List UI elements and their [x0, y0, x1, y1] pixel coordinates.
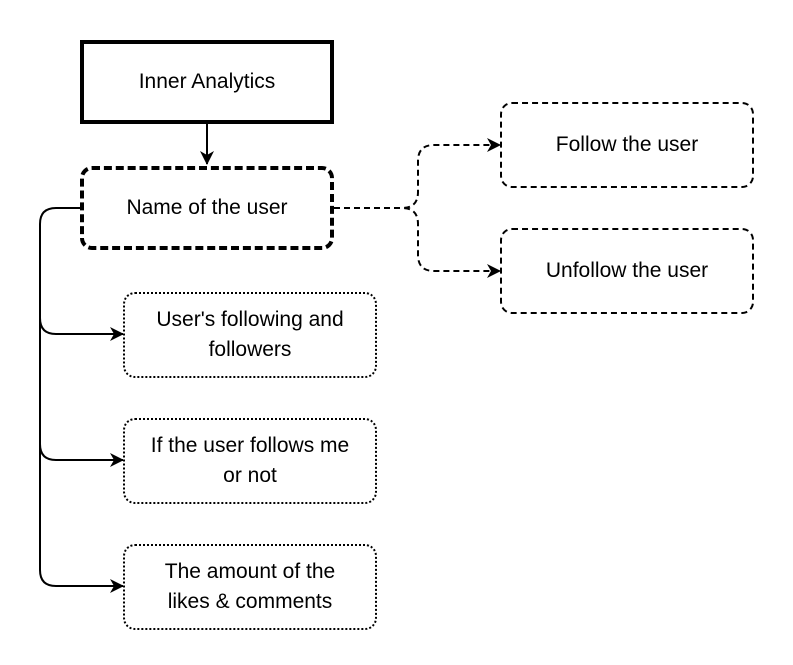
- node-user-follows-me-line2: or not: [223, 464, 277, 487]
- edge-trunk-left: [39, 207, 80, 570]
- node-name-of-user[interactable]: Name of the user: [80, 166, 334, 250]
- node-follow-user[interactable]: Follow the user: [500, 102, 754, 188]
- node-likes-comments-line1: The amount of the: [164, 560, 336, 583]
- edge-user-to-follows-me: [39, 443, 124, 467]
- edge-user-to-follow: [334, 138, 501, 209]
- node-name-of-user-label: Name of the user: [126, 196, 288, 219]
- node-unfollow-user-label: Unfollow the user: [545, 259, 709, 282]
- node-likes-comments[interactable]: The amount of the likes & comments: [123, 544, 377, 630]
- node-unfollow-user[interactable]: Unfollow the user: [500, 228, 754, 314]
- node-follow-user-label: Follow the user: [555, 133, 699, 156]
- node-user-follows-me[interactable]: If the user follows me or not: [123, 418, 377, 504]
- edge-user-to-unfollow: [334, 207, 501, 278]
- node-following-followers-line1: User's following and: [156, 308, 344, 331]
- node-inner-analytics[interactable]: Inner Analytics: [80, 40, 334, 124]
- node-following-followers[interactable]: User's following and followers: [123, 292, 377, 378]
- node-inner-analytics-label: Inner Analytics: [138, 70, 276, 93]
- node-user-follows-me-line1: If the user follows me: [150, 434, 350, 457]
- node-following-followers-line2: followers: [208, 338, 292, 361]
- edge-user-to-likes: [39, 569, 124, 593]
- edge-user-to-following: [39, 317, 124, 341]
- node-likes-comments-line2: likes & comments: [167, 590, 333, 613]
